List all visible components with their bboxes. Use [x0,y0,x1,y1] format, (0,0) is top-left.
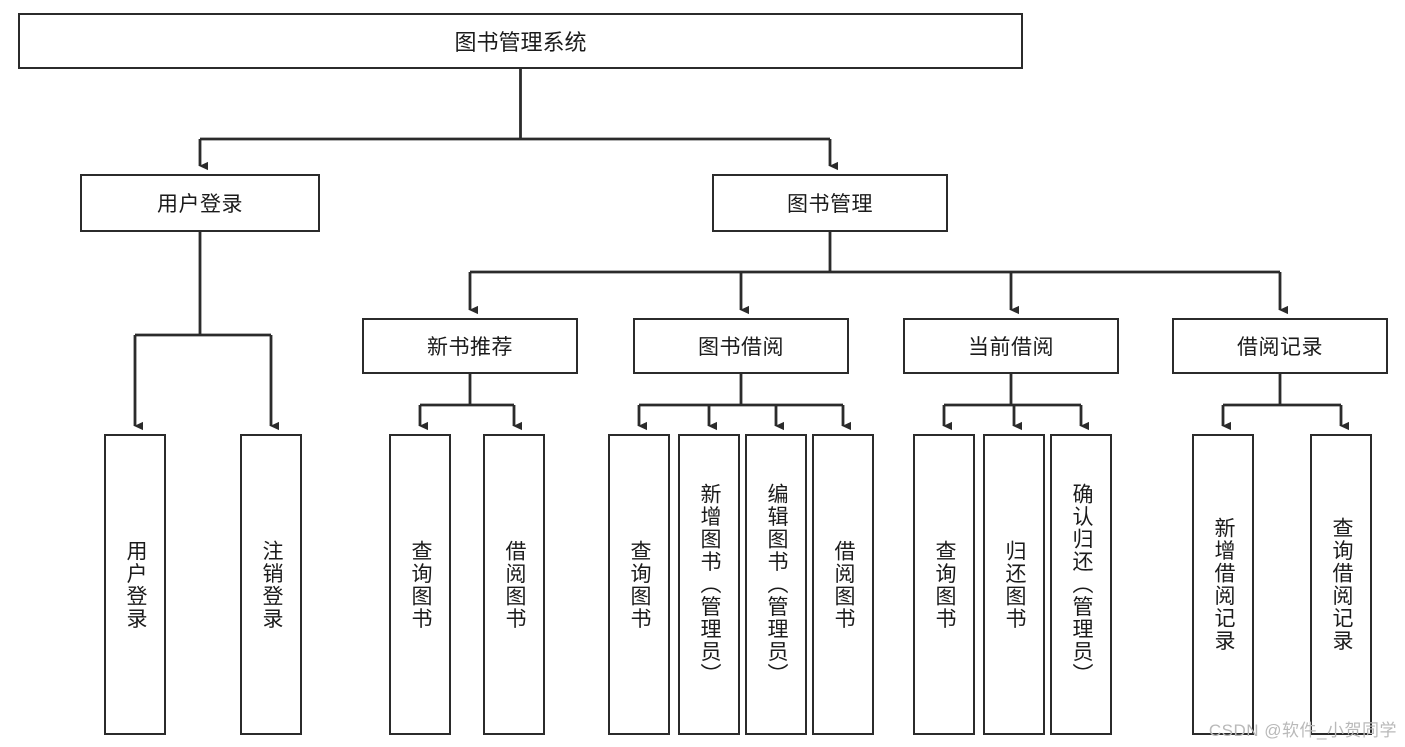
node-label: 查询图书 [409,539,433,630]
node-user-login[interactable]: 用户登录 [80,174,320,232]
node-leaf-borrow-book-2[interactable]: 借阅图书 [812,434,874,735]
node-book-manage[interactable]: 图书管理 [712,174,948,232]
node-label: 查询图书 [628,539,652,630]
node-leaf-query-book-2[interactable]: 查询图书 [608,434,670,735]
node-label: 查询借阅记录 [1330,517,1354,652]
node-leaf-query-record[interactable]: 查询借阅记录 [1310,434,1372,735]
node-label: 用户登录 [124,539,148,630]
node-current-borrow[interactable]: 当前借阅 [903,318,1119,374]
node-label: 编辑图书（管理员） [765,483,789,686]
node-leaf-borrow-book-1[interactable]: 借阅图书 [483,434,545,735]
node-label: 当前借阅 [968,336,1054,359]
node-label: 确认归还（管理员） [1070,483,1094,686]
node-leaf-query-book-3[interactable]: 查询图书 [913,434,975,735]
node-leaf-query-book-1[interactable]: 查询图书 [389,434,451,735]
node-leaf-return-book[interactable]: 归还图书 [983,434,1045,735]
node-label: 归还图书 [1003,539,1027,630]
node-label: 借阅记录 [1237,336,1323,359]
node-label: 图书借阅 [698,336,784,359]
node-leaf-add-book[interactable]: 新增图书（管理员） [678,434,740,735]
node-borrow-record[interactable]: 借阅记录 [1172,318,1388,374]
node-leaf-confirm-return[interactable]: 确认归还（管理员） [1050,434,1112,735]
node-label: 用户登录 [157,193,243,216]
node-book-borrow[interactable]: 图书借阅 [633,318,849,374]
node-label: 新增图书（管理员） [698,483,722,686]
node-label: 借阅图书 [503,539,527,630]
node-label: 查询图书 [933,539,957,630]
node-label: 图书管理系统 [454,30,587,55]
node-leaf-user-logout[interactable]: 注销登录 [240,434,302,735]
node-label: 图书管理 [787,193,873,216]
node-leaf-user-login[interactable]: 用户登录 [104,434,166,735]
node-new-book-recommend[interactable]: 新书推荐 [362,318,578,374]
node-label: 新书推荐 [427,336,513,359]
node-leaf-edit-book[interactable]: 编辑图书（管理员） [745,434,807,735]
node-root-system[interactable]: 图书管理系统 [18,13,1023,69]
node-label: 注销登录 [260,539,284,630]
node-label: 借阅图书 [832,539,856,630]
node-label: 新增借阅记录 [1212,517,1236,652]
node-leaf-add-record[interactable]: 新增借阅记录 [1192,434,1254,735]
watermark: CSDN @软件_小贺同学 [1208,721,1397,740]
